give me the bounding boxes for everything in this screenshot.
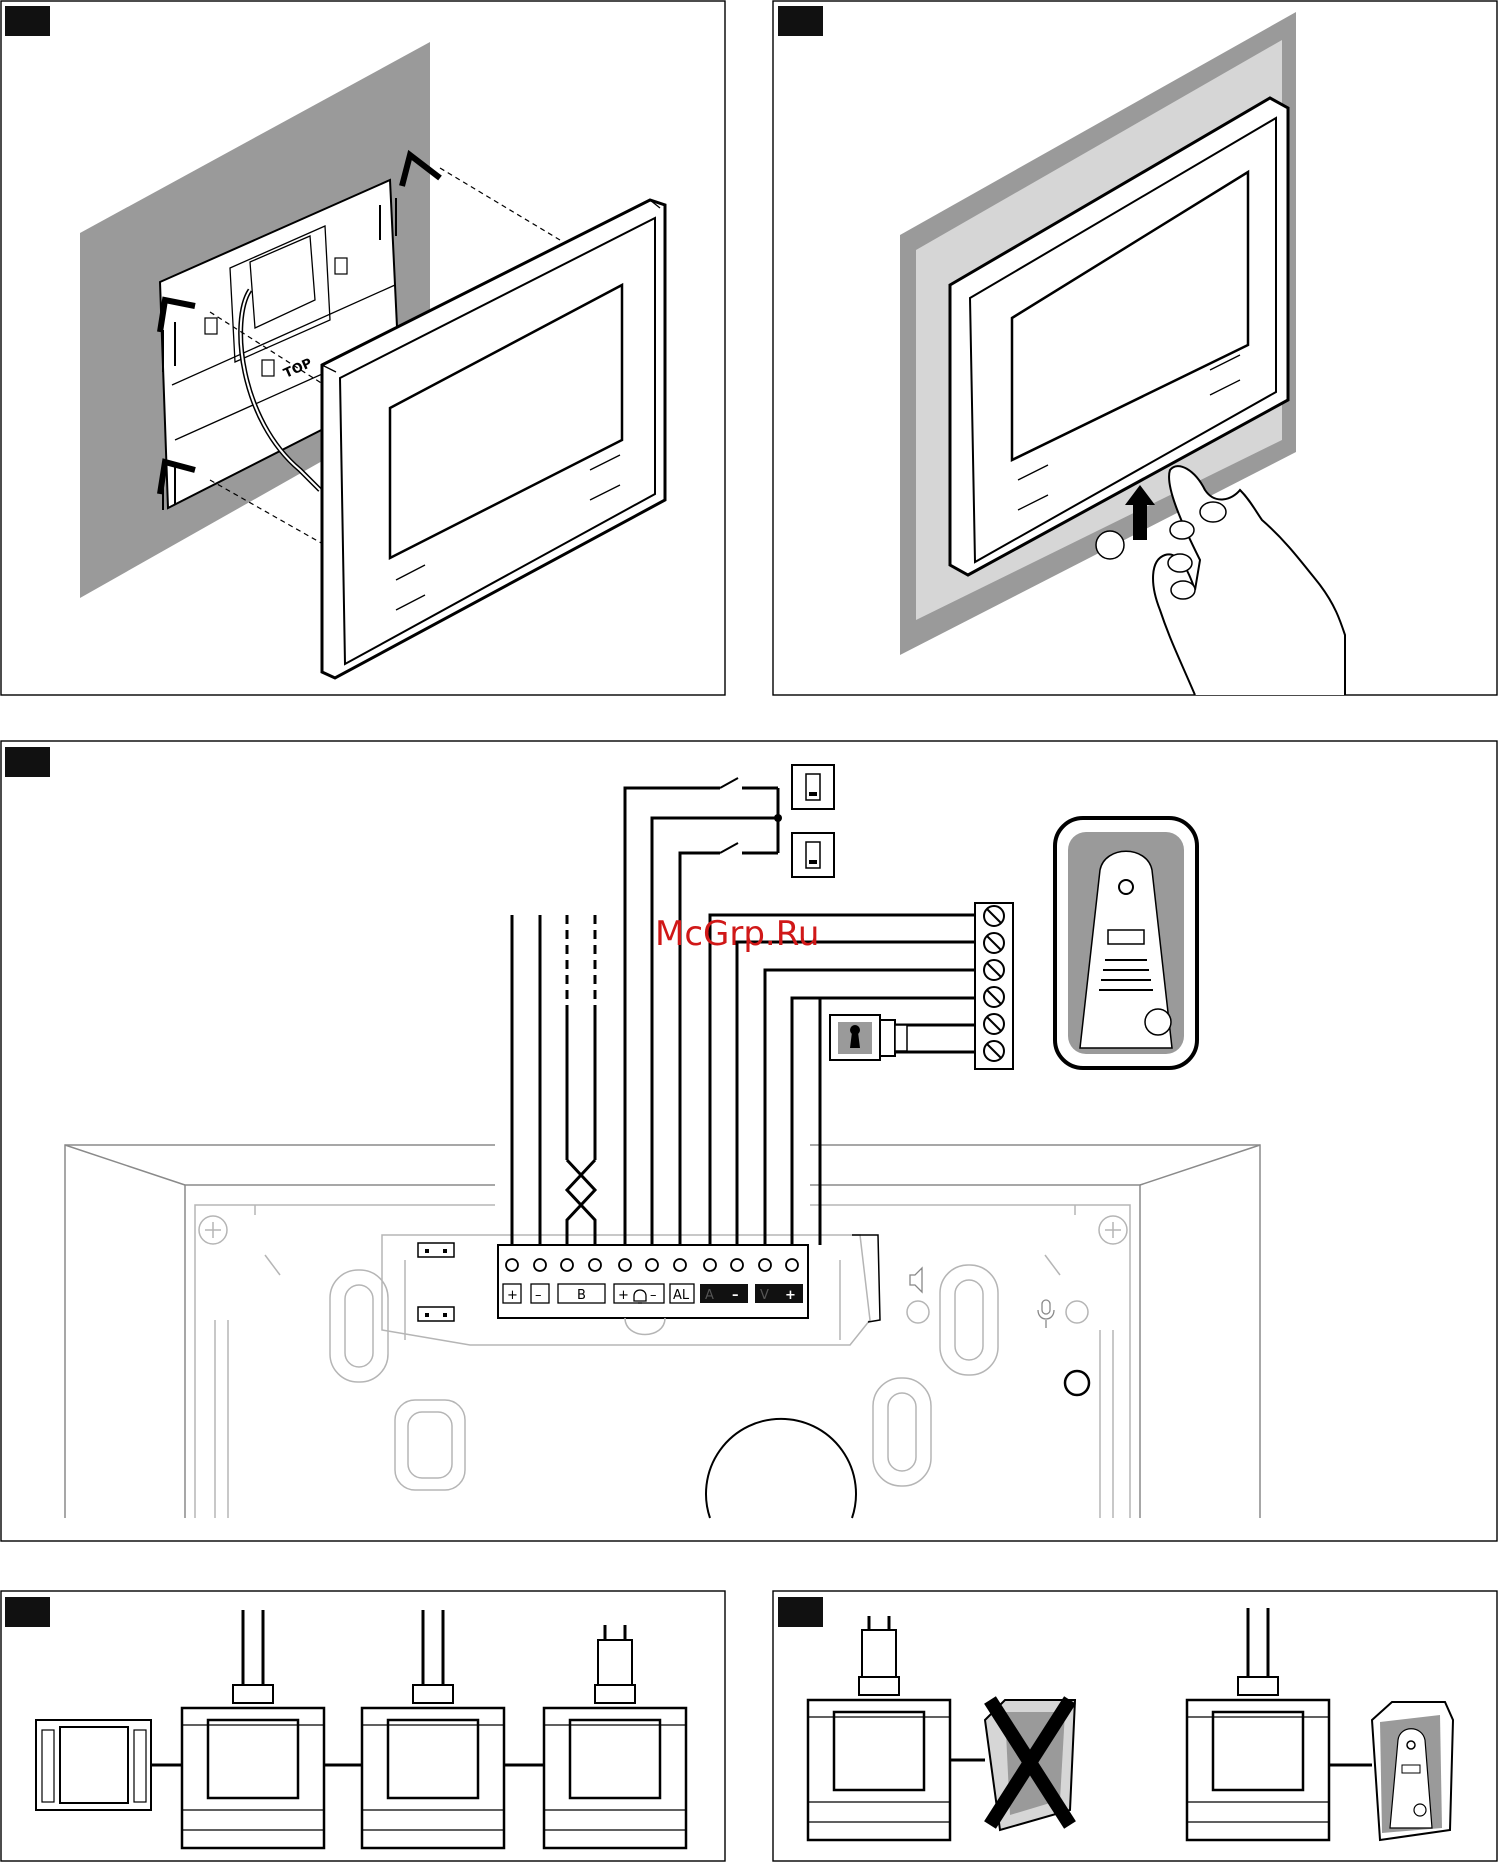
- panel-wiring: + – B + – AL A – V + McGrp.Ru: [1, 741, 1497, 1541]
- panel-compatibility: [773, 1591, 1497, 1861]
- door-terminal-strip: [975, 903, 1013, 1069]
- terminal-label: –: [535, 1288, 542, 1303]
- terminal-label: +: [507, 1288, 518, 1303]
- terminal-label: A: [705, 1288, 714, 1303]
- lock-icon: [830, 1015, 907, 1060]
- step-tag-1: [5, 6, 50, 36]
- terminal-label: +: [618, 1288, 629, 1303]
- watermark: McGrp.Ru: [655, 914, 819, 954]
- terminal-label: AL: [673, 1288, 690, 1303]
- step-tag-2: [778, 6, 823, 36]
- terminal-label: –: [650, 1288, 657, 1303]
- terminal-label: V: [760, 1288, 769, 1303]
- distributor-module: [36, 1720, 151, 1810]
- door-station-device: [1055, 818, 1197, 1068]
- terminal-block: + – B + – AL A – V +: [498, 1245, 808, 1318]
- panel-wall-mounted: [773, 1, 1497, 695]
- door-station-device: [1372, 1702, 1453, 1840]
- terminal-label: –: [732, 1288, 739, 1303]
- terminal-label: +: [785, 1288, 796, 1303]
- terminal-label: B: [577, 1288, 586, 1303]
- panel-multi-monitor: [1, 1591, 725, 1861]
- release-button[interactable]: [1096, 531, 1124, 559]
- step-tag-5: [778, 1597, 823, 1627]
- call-button: [1145, 1009, 1171, 1035]
- panel-mounting: TOP: [1, 1, 725, 695]
- step-tag-3: [5, 747, 50, 777]
- step-tag-4: [5, 1597, 50, 1627]
